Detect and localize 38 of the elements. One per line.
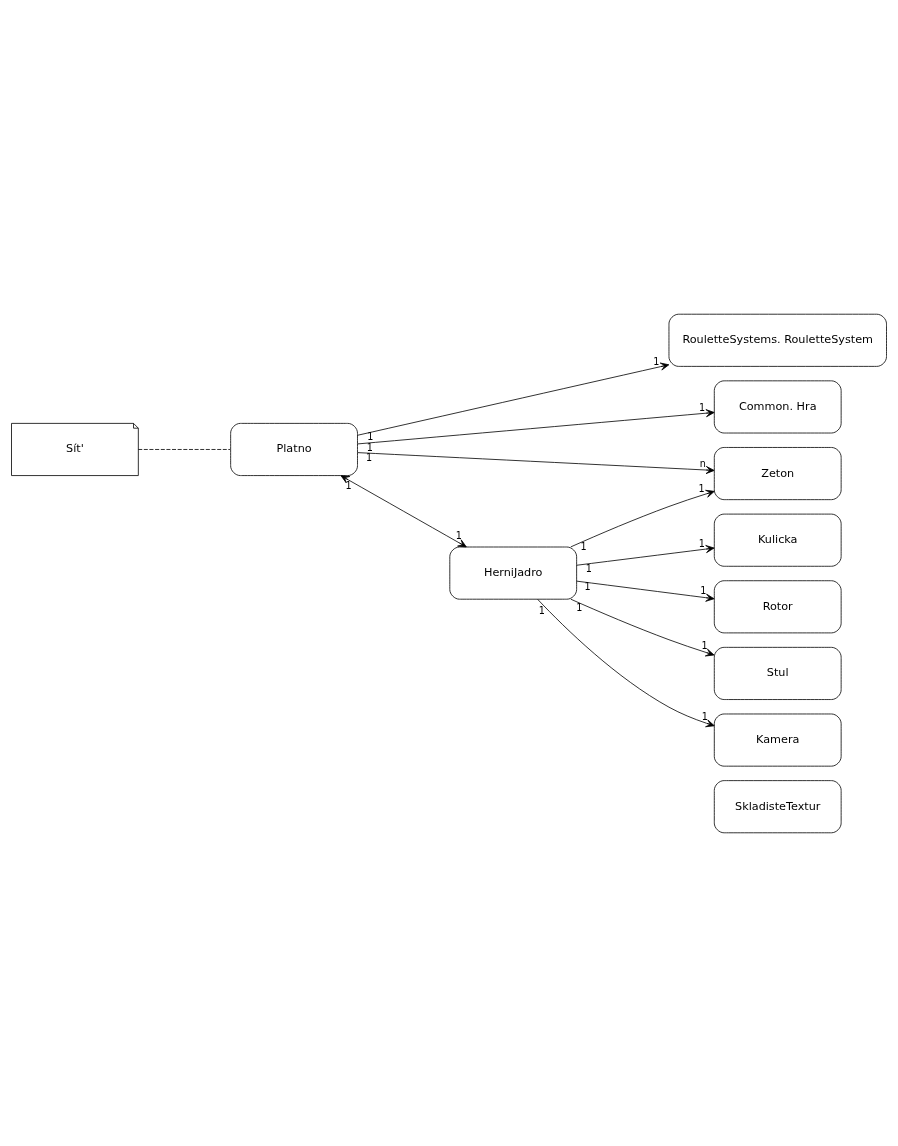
arrow [576, 544, 715, 566]
node-box: Kulicka [713, 513, 842, 567]
label: 1 [576, 601, 583, 613]
label: 1 [701, 710, 708, 722]
node-box: Kamera [713, 713, 842, 767]
arrow [357, 408, 715, 444]
node-box: Common. Hra [713, 379, 842, 433]
arrow [570, 489, 715, 547]
label: 1 [698, 537, 705, 549]
connector [137, 448, 231, 450]
arrow [357, 362, 670, 436]
label: 1 [455, 529, 462, 541]
arrow [357, 451, 715, 474]
label: 1 [366, 441, 373, 453]
label: 1 [365, 451, 373, 463]
node-box: RouletteSystems. RouletteSystem [668, 313, 887, 367]
label: 1 [699, 401, 706, 413]
arrow [537, 598, 715, 727]
label: 1 [345, 479, 352, 491]
label: 1 [585, 562, 592, 574]
node-box: HerniJadro [449, 546, 578, 600]
node-box: Stul [713, 646, 842, 700]
label: 1 [698, 482, 705, 494]
node-box: SkladisteTextur [713, 779, 842, 833]
label: n [699, 457, 706, 469]
label: 1 [580, 540, 587, 552]
node-box: Rotor [713, 579, 842, 633]
arrow [340, 474, 467, 547]
node-box: Zeton [713, 446, 842, 500]
label: 1 [584, 580, 591, 592]
label: 1 [701, 639, 708, 651]
arrow [576, 580, 715, 602]
label: 1 [367, 430, 374, 442]
arrow [570, 598, 715, 656]
label: 1 [653, 355, 660, 367]
label: 1 [700, 584, 707, 596]
node-box: Platno [230, 422, 358, 476]
label: 1 [538, 604, 545, 616]
